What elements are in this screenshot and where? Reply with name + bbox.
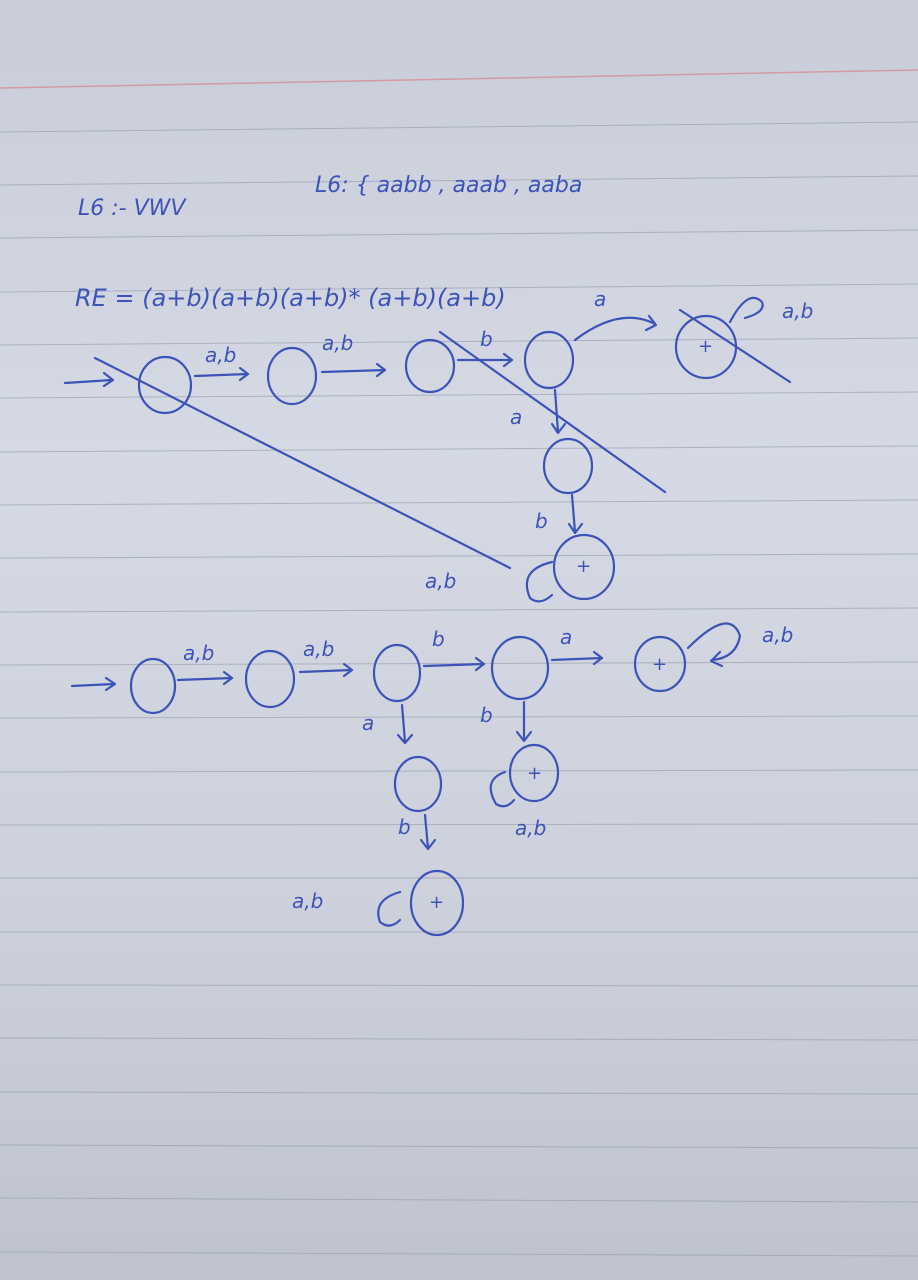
final-bottom-plus: +: [576, 556, 591, 577]
edge-p2-p3-label: b: [432, 627, 445, 651]
edge-p3-final-label: a: [560, 625, 572, 649]
edge-q3-final-label: a: [594, 287, 606, 311]
edge-p3-final-head: [592, 650, 604, 666]
edge-p4-final-low-label: b: [398, 815, 411, 839]
loop-final-bottom-label: a,b: [425, 569, 456, 593]
loop-final-mid-label: a,b: [515, 816, 546, 840]
edge-q0-q1-head: [238, 366, 250, 382]
edge-p4-final-low: [423, 813, 430, 850]
edge-q3-final: [573, 316, 657, 342]
edge-p0-p1-label: a,b: [183, 641, 214, 665]
state-q4: [542, 437, 594, 495]
start-arrowhead-1: [102, 371, 115, 388]
state-final-low: [409, 869, 465, 937]
edge-p0-p1-head: [222, 670, 234, 686]
edge-p1-p2-label: a,b: [303, 637, 334, 661]
edge-p0-p1: [176, 676, 234, 682]
edge-q4-final: [570, 493, 577, 534]
state-final-bottom: [552, 533, 616, 601]
strike-line-1: [93, 356, 512, 570]
edge-q3-q4: [553, 388, 560, 434]
loop-final-top-label: a,b: [782, 299, 813, 323]
edge-p2-p4-head: [396, 733, 414, 745]
final-low-plus: +: [429, 892, 444, 913]
state-p4: [393, 755, 443, 813]
edge-q2-q3-head: [502, 352, 514, 368]
edge-q0-q1: [193, 372, 250, 378]
start-arrow-1: [63, 378, 114, 385]
final-mid-plus: +: [527, 763, 542, 784]
edge-p2-p3-head: [474, 656, 486, 672]
loop-final-mid: [489, 770, 516, 808]
final-right-plus: +: [652, 654, 667, 675]
state-q3: [523, 330, 575, 390]
edge-p1-p2: [298, 668, 354, 674]
strike-line-2: [438, 330, 667, 494]
regex-text: RE = (a+b)(a+b)(a+b)* (a+b)(a+b): [75, 284, 506, 312]
edge-p3-final: [550, 656, 604, 662]
edge-q3-q4-head: [550, 422, 567, 435]
state-p3: [490, 635, 550, 701]
strike-line-3: [678, 308, 792, 384]
edge-q1-q2-label: a,b: [322, 331, 353, 355]
diagram-1: + + a,b a,b b a a,b a b a,b: [63, 287, 813, 603]
loop-final-right-head: [709, 650, 724, 668]
diagram-2: + + + a,b a,b b a a,b a b a,b b a,b: [70, 622, 793, 937]
state-q0: [137, 355, 193, 415]
edge-p2-p4-label: a: [362, 711, 374, 735]
start-arrowhead-2: [104, 676, 117, 692]
heading-set: L6: { aabb , aaab , aaba: [315, 173, 582, 198]
edge-q2-q3-label: b: [480, 327, 493, 351]
state-p2: [372, 643, 422, 703]
edge-p2-p3: [422, 662, 486, 668]
loop-final-bottom: [525, 560, 554, 603]
edge-q3-final-head: [644, 314, 658, 332]
loop-final-low-label: a,b: [292, 889, 323, 913]
edge-p1-p2-head: [342, 662, 354, 678]
state-p1: [244, 649, 296, 709]
start-arrow-2: [70, 682, 116, 688]
edge-q1-q2-head: [375, 362, 387, 378]
edge-q4-final-label: b: [535, 509, 548, 533]
heading-label: L6 :- VWV: [78, 196, 187, 221]
loop-final-right-label: a,b: [762, 623, 793, 647]
edge-p3-final-mid-head: [515, 730, 533, 743]
loop-final-top: [728, 296, 764, 324]
loop-final-low: [377, 890, 402, 927]
edge-q0-q1-label: a,b: [205, 343, 236, 367]
ruled-lines: [0, 121, 918, 1257]
final-top-plus: +: [698, 336, 713, 357]
edge-q4-final-head: [567, 522, 584, 535]
margin-line: [0, 69, 918, 89]
edge-p3-final-mid-label: b: [480, 703, 493, 727]
edge-p4-final-low-head: [419, 838, 437, 851]
edge-q3-q4-label: a: [510, 405, 522, 429]
state-p0: [129, 657, 177, 715]
state-q2: [404, 338, 456, 394]
state-q1: [266, 346, 318, 406]
state-final-mid: [508, 743, 560, 803]
edge-q1-q2: [320, 368, 387, 374]
loop-final-right: [686, 622, 742, 662]
state-final-right: [633, 635, 687, 693]
edge-p2-p4: [400, 703, 407, 744]
